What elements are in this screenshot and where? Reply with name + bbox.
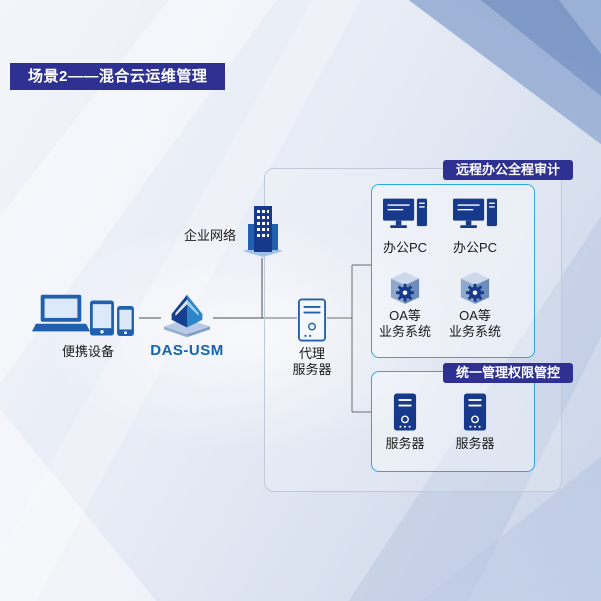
control-group-tag: 统一管理权限管控 [442,363,573,383]
tablet-icon [90,300,114,336]
server-icon [463,393,487,431]
oa-system-label: OA等 业务系统 [448,308,501,340]
office-pc-label: 办公PC [382,240,428,255]
server-icon [393,393,417,431]
smartphone-icon [117,306,134,336]
oa-system-icon [460,272,490,304]
portable-devices-label: 便携设备 [61,344,114,359]
audit-group-tag: 远程办公全程审计 [442,160,573,180]
office-pc-icon [383,198,427,228]
enterprise-network-label: 企业网络 [183,228,236,243]
office-pc-icon [453,198,497,228]
das-usm-icon [163,294,211,338]
server-label: 服务器 [455,436,495,451]
server-label: 服务器 [385,436,425,451]
das-usm-label: DAS-USM [150,342,224,359]
oa-system-icon [390,272,420,304]
oa-system-label: OA等 业务系统 [378,308,431,340]
laptop-icon [32,294,90,332]
office-pc-label: 办公PC [452,240,498,255]
building-icon [243,206,283,257]
proxy-server-label: 代理 服务器 [292,346,332,378]
proxy-server-icon [298,298,326,342]
scenario-title-banner: 场景2——混合云运维管理 [10,63,226,90]
